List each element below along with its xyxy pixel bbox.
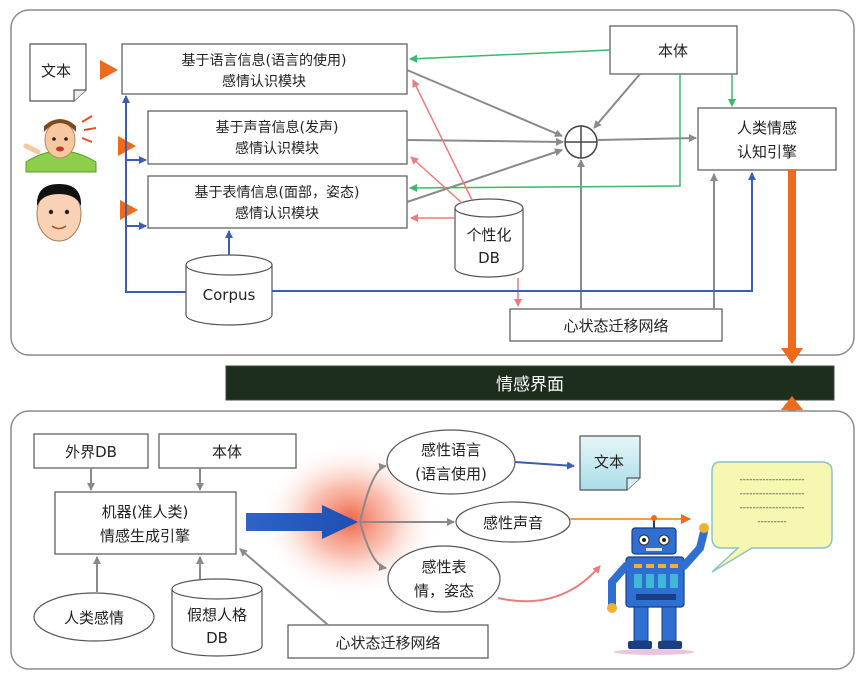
document-label: 文本 [41, 62, 71, 80]
arrow-expression-to-robot [497, 565, 601, 603]
ontology-box-bottom: 本体 [158, 433, 297, 469]
personal-db-cylinder: 个性化 DB [454, 198, 524, 278]
external-db-box: 外界DB [33, 433, 149, 469]
svg-text:情，姿态: 情，姿态 [414, 582, 474, 600]
mental-network-box-bottom: 心状态迁移网络 [287, 624, 489, 659]
module-voice: 基于声音信息(发声) 感情认识模块 [147, 110, 408, 165]
arrow-ontology-to-combiner [593, 73, 641, 129]
arrow-db-to-voice [410, 156, 463, 204]
module-language: 基于语言信息(语言的使用) 感情认识模块 [121, 43, 408, 95]
sensitive-voice-ellipse: 感性声音 [455, 501, 571, 543]
speaking-person-icon [23, 115, 97, 173]
engine-to-interface-arrowhead [781, 348, 803, 364]
svg-text:人类情感: 人类情感 [737, 119, 797, 137]
input-arrow-text [100, 60, 118, 80]
svg-text:本体: 本体 [212, 443, 242, 461]
svg-text:感情认识模块: 感情认识模块 [235, 205, 319, 222]
speech-bubble: -------------------- -------------------… [711, 461, 833, 573]
svg-text:人类感情: 人类感情 [64, 609, 124, 627]
svg-text:基于声音信息(发声): 基于声音信息(发声) [216, 119, 339, 136]
document-icon: 文本 [29, 43, 87, 102]
module-expression: 基于表情信息(面部，姿态) 感情认识模块 [147, 175, 408, 229]
interface-from-bottom-arrowhead [781, 396, 803, 410]
svg-text:本体: 本体 [658, 42, 688, 60]
corpus-to-engine [272, 172, 756, 292]
human-emotion-engine: 人类情感 认知引擎 [697, 107, 837, 171]
arrow-voice-to-combiner [406, 137, 564, 146]
svg-text:感性语言: 感性语言 [421, 441, 481, 459]
output-document-icon: 文本 [579, 435, 641, 491]
bubble-line: --------- [757, 517, 786, 527]
ontology-box-top: 本体 [609, 25, 738, 75]
corpus-loop-line [122, 95, 186, 293]
svg-text:心状态迁移网络: 心状态迁移网络 [335, 634, 440, 652]
bubble-line: -------------------- [740, 489, 805, 499]
arrow-language-to-text [514, 461, 575, 470]
virtual-persona-db-cylinder: 假想人格 DB [171, 578, 263, 657]
svg-text:机器(准人类): 机器(准人类) [102, 503, 189, 521]
mental-network-box-top: 心状态迁移网络 [509, 308, 723, 342]
arrow-ontology-to-expr [409, 74, 681, 192]
svg-text:情感生成引擎: 情感生成引擎 [100, 527, 190, 545]
svg-text:外界DB: 外界DB [65, 443, 117, 461]
arrow-lang-to-combiner [406, 69, 563, 137]
svg-text:Corpus: Corpus [203, 286, 256, 304]
svg-text:基于语言信息(语言的使用): 基于语言信息(语言的使用) [182, 52, 347, 69]
svg-text:基于表情信息(面部，姿态): 基于表情信息(面部，姿态) [195, 184, 360, 201]
face-icon [36, 184, 82, 242]
svg-text:(语言使用): (语言使用) [415, 465, 487, 483]
svg-text:假想人格: 假想人格 [187, 606, 247, 624]
branch-to-expression [359, 521, 387, 571]
svg-text:认知引擎: 认知引擎 [737, 143, 797, 161]
arrow-ontology-to-lang [409, 49, 611, 63]
arrow-expr-to-combiner [406, 148, 563, 203]
svg-text:感情认识模块: 感情认识模块 [222, 73, 306, 90]
svg-text:DB: DB [478, 249, 500, 267]
arrow-network-to-machine-engine [239, 548, 329, 626]
svg-text:DB: DB [206, 629, 228, 647]
sensitive-expression-ellipse: 感性表 情，姿态 [387, 545, 501, 613]
sensitive-language-ellipse: 感性语言 (语言使用) [386, 429, 516, 495]
svg-text:感性声音: 感性声音 [483, 514, 543, 532]
svg-text:感情认识模块: 感情认识模块 [235, 140, 319, 157]
human-emotion-ellipse: 人类感情 [33, 592, 155, 642]
svg-text:个性化: 个性化 [466, 226, 511, 244]
robot-icon [607, 515, 709, 655]
bubble-line: -------------------- [740, 503, 805, 513]
arrow-db-to-lang [412, 79, 473, 201]
emotion-interface-bar: 情感界面 [225, 365, 835, 401]
svg-text:感性表: 感性表 [421, 558, 466, 576]
svg-text:心状态迁移网络: 心状态迁移网络 [563, 317, 668, 335]
combiner-symbol [564, 125, 598, 159]
input-arrow-face [120, 200, 138, 220]
corpus-cylinder: Corpus [185, 254, 273, 326]
generation-output-arrow [246, 505, 358, 539]
svg-text:情感界面: 情感界面 [496, 375, 564, 395]
svg-text:文本: 文本 [594, 453, 624, 471]
branch-to-language [359, 463, 387, 523]
bubble-line: -------------------- [740, 475, 805, 485]
machine-emotion-engine: 机器(准人类) 情感生成引擎 [54, 491, 237, 555]
